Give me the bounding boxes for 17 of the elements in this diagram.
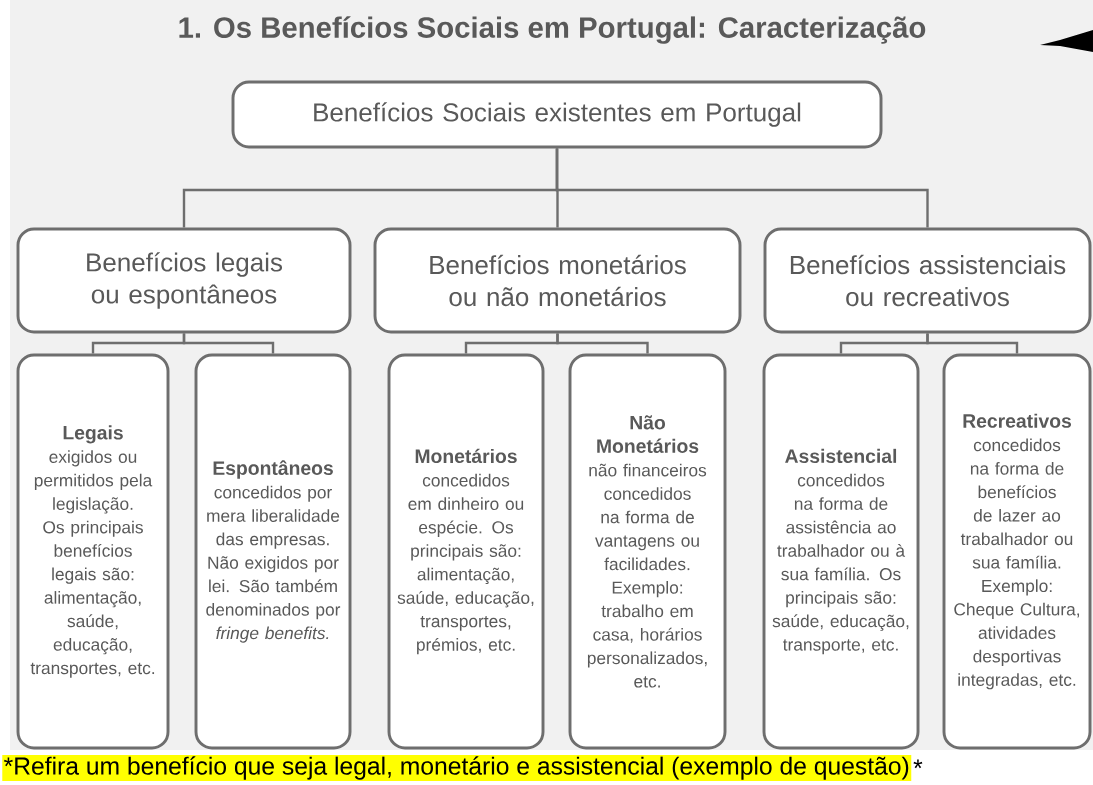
footnote: *Refira um benefício que seja legal, monetário e assistencial (exemplo de questão) (2, 755, 912, 781)
detail-box: Assistencial concedidos na forma de assistência ao trabalhador ou à sua família. Os principais são: saúde, educação, transporte, etc. (762, 353, 920, 750)
detail-box: Espontâneos concedidos por mera liberalidade das empresas. Não exigidos por lei. São também denominados por fringe benefits. (194, 353, 352, 750)
title: 1. Os Benefícios Sociais em Portugal: Caracterização (179, 16, 926, 44)
detail-box: Legais exigidos ou permitidos pela legislação. Os principais benefícios legais são: alimentação, saúde, educação, transportes, etc. (16, 353, 170, 750)
connector-line (926, 333, 1019, 354)
connector-line (555, 148, 929, 228)
detail-box: Monetários concedidos em dinheiro ou espécie. Os principais são: alimentação, saúde, educação, transportes, prémios, etc. (387, 353, 545, 750)
connector-line (556, 333, 649, 354)
detail-box: Não Monetários não financeiros concedidos na forma de vantagens ou facilidades. Exemplo: trabalho em casa, horários personalizados, etc. (568, 353, 727, 750)
detail-box: Recreativos concedidos na forma de benefícios de lazer ao trabalhador ou sua família. Exemplo: Cheque Cultura, atividades desportivas integradas, etc. (942, 353, 1092, 750)
category-box: Benefícios monetários ou não monetários (373, 227, 742, 334)
category-box: Benefícios legais ou espontâneos (16, 227, 352, 334)
root-box: Benefícios Sociais existentes em Portugal (231, 80, 883, 149)
footnote-mark: * (913, 759, 923, 769)
category-box: Benefícios assistenciais ou recreativos (763, 227, 1092, 334)
connector-line (182, 333, 275, 354)
